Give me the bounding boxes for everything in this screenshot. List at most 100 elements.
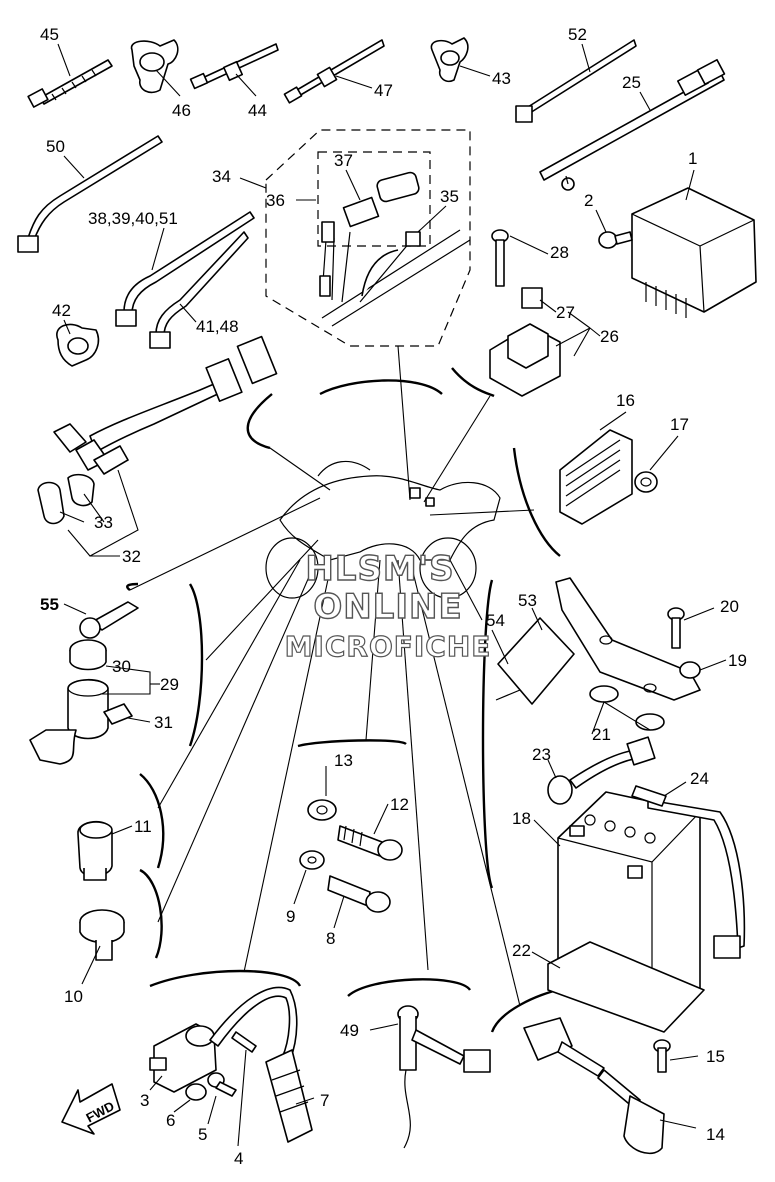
- bolt-15: [653, 1039, 671, 1073]
- watermark-line-1: HLSM'S: [305, 549, 454, 589]
- callout-32: 32: [122, 547, 141, 566]
- callout-12: 12: [390, 795, 409, 814]
- washer-13: [307, 799, 337, 821]
- fwd-arrow-icon: FWD: [61, 1083, 121, 1135]
- callout-34: 34: [212, 167, 231, 186]
- starter-relay-26: [489, 287, 561, 397]
- callout-labels: 45 46 44 47 43 52 25 1 2 50 34 36 37 35 …: [40, 25, 747, 1168]
- clamp-46: [130, 39, 179, 94]
- callout-47: 47: [374, 81, 393, 100]
- bolt-28: [491, 229, 509, 287]
- callout-36: 36: [266, 191, 285, 210]
- watermark-line-2: ONLINE: [313, 587, 462, 627]
- cable-tie-47: [283, 39, 385, 104]
- vehicle-silhouette: [265, 460, 501, 599]
- cover-54: [495, 617, 575, 705]
- callout-16: 16: [616, 391, 635, 410]
- callout-44: 44: [248, 101, 267, 120]
- callout-22: 22: [512, 941, 531, 960]
- bolt-20: [667, 607, 685, 649]
- plate-31: [103, 703, 133, 725]
- switch-10: [79, 909, 125, 961]
- callout-41-48: 41,48: [196, 317, 239, 336]
- callout-leaders: [57, 43, 727, 1147]
- rectifier-regulator-16: [559, 429, 658, 525]
- callout-27: 27: [556, 303, 575, 322]
- watermark: HLSM'S ONLINE MICROFICHE: [284, 548, 492, 663]
- callout-1: 1: [688, 149, 697, 168]
- callout-18: 18: [512, 809, 531, 828]
- callout-3: 3: [140, 1091, 149, 1110]
- cable-tie-41: [149, 231, 249, 349]
- watermark-line-3: MICROFICHE: [285, 630, 492, 663]
- callout-15: 15: [706, 1047, 725, 1066]
- callout-21: 21: [592, 725, 611, 744]
- cap-30: [69, 639, 107, 671]
- callout-30: 30: [112, 657, 131, 676]
- clamp-43: [430, 37, 469, 83]
- callout-8: 8: [326, 929, 335, 948]
- ignition-coil-3: [149, 1023, 217, 1093]
- callout-31: 31: [154, 713, 173, 732]
- leader-lines: [129, 345, 535, 1007]
- callout-25: 25: [622, 73, 641, 92]
- callout-7: 7: [320, 1091, 329, 1110]
- cable-tie-44: [189, 43, 279, 90]
- brackets: [126, 367, 561, 1033]
- cable-tie-45: [27, 59, 113, 108]
- battery-cable-23: [547, 736, 656, 805]
- callout-45: 45: [40, 25, 59, 44]
- callout-11: 11: [134, 817, 152, 836]
- callout-29: 29: [160, 675, 179, 694]
- callout-35: 35: [440, 187, 459, 206]
- callout-4: 4: [234, 1149, 243, 1168]
- callout-6: 6: [166, 1111, 175, 1130]
- bolt-4: [231, 1031, 257, 1053]
- callout-14: 14: [706, 1125, 725, 1144]
- sleeve-33: [37, 473, 95, 525]
- callout-42: 42: [52, 301, 71, 320]
- main-switch-29: [29, 678, 109, 765]
- callout-52: 52: [568, 25, 587, 44]
- callout-24: 24: [690, 769, 709, 788]
- speed-sensor-14: [523, 1017, 665, 1154]
- switch-8: [327, 875, 391, 913]
- wire-harness-32: [53, 335, 278, 475]
- cap-35: [405, 231, 421, 247]
- callout-49: 49: [340, 1021, 359, 1040]
- callout-38-39-40-51: 38,39,40,51: [88, 209, 178, 228]
- callout-54: 54: [486, 611, 505, 630]
- cable-tie-50: [17, 135, 163, 253]
- switch-11: [77, 820, 113, 881]
- high-tension-cord-7: [209, 986, 313, 1143]
- sensor-49: [397, 1005, 491, 1149]
- battery-case-22: [547, 941, 705, 1033]
- callout-37: 37: [334, 151, 353, 170]
- callout-10: 10: [64, 987, 83, 1006]
- callout-46: 46: [172, 101, 191, 120]
- callout-20: 20: [720, 597, 739, 616]
- cdi-unit-1: [631, 187, 757, 318]
- washer-9: [299, 850, 325, 870]
- cable-tie-38: [115, 211, 255, 327]
- callout-5: 5: [198, 1125, 207, 1144]
- callout-9: 9: [286, 907, 295, 926]
- lead-wire-25: [539, 58, 726, 191]
- washer-6: [185, 1083, 207, 1101]
- callout-28: 28: [550, 243, 569, 262]
- callout-50: 50: [46, 137, 65, 156]
- callout-43: 43: [492, 69, 511, 88]
- battery-cable-24: [631, 785, 746, 959]
- screw-2: [598, 231, 633, 249]
- nut-19: [679, 661, 701, 679]
- clamp-42: [56, 323, 100, 367]
- battery-band-53: [555, 577, 701, 701]
- key-55: [79, 601, 139, 639]
- harness-36: [319, 196, 471, 327]
- bolt-5: [207, 1072, 237, 1097]
- callout-13: 13: [334, 751, 353, 770]
- cable-tie-52: [515, 39, 637, 123]
- callout-23: 23: [532, 745, 551, 764]
